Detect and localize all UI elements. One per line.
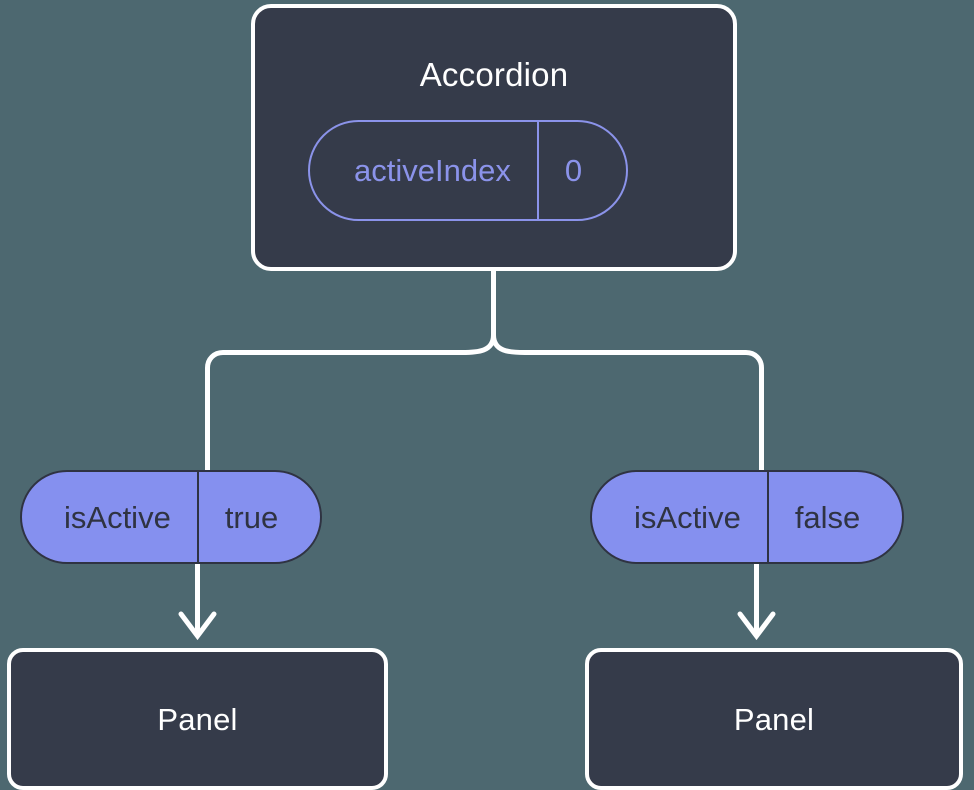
active-index-value-label: 0	[564, 153, 583, 188]
connector-branch-right	[491, 332, 764, 473]
is-active-false-value-label: false	[794, 499, 861, 535]
connector-arrow-left-head	[178, 611, 217, 641]
is-active-true-key-label: isActive	[22, 472, 199, 562]
accordion-node-title: Accordion	[419, 56, 569, 93]
panel-right-node-title: Panel	[733, 701, 815, 737]
connector-arrow-right-head	[737, 611, 776, 641]
panel-right-component-node[interactable]: Panel	[585, 648, 963, 790]
active-index-key-label: activeIndex	[310, 122, 539, 219]
is-active-false-prop-pill[interactable]: isActive false	[590, 470, 905, 564]
panel-left-component-node[interactable]: Panel	[7, 648, 388, 790]
connector-branch-left	[205, 332, 496, 473]
active-index-state-pill[interactable]: activeIndex 0	[308, 120, 629, 221]
is-active-false-key-label: isActive	[592, 472, 769, 562]
is-active-true-prop-pill[interactable]: isActive true	[20, 470, 323, 564]
is-active-true-value-label: true	[224, 499, 279, 535]
panel-left-node-title: Panel	[157, 701, 238, 737]
diagram-canvas: Accordion activeIndex 0 isActive true is…	[7, 4, 963, 790]
